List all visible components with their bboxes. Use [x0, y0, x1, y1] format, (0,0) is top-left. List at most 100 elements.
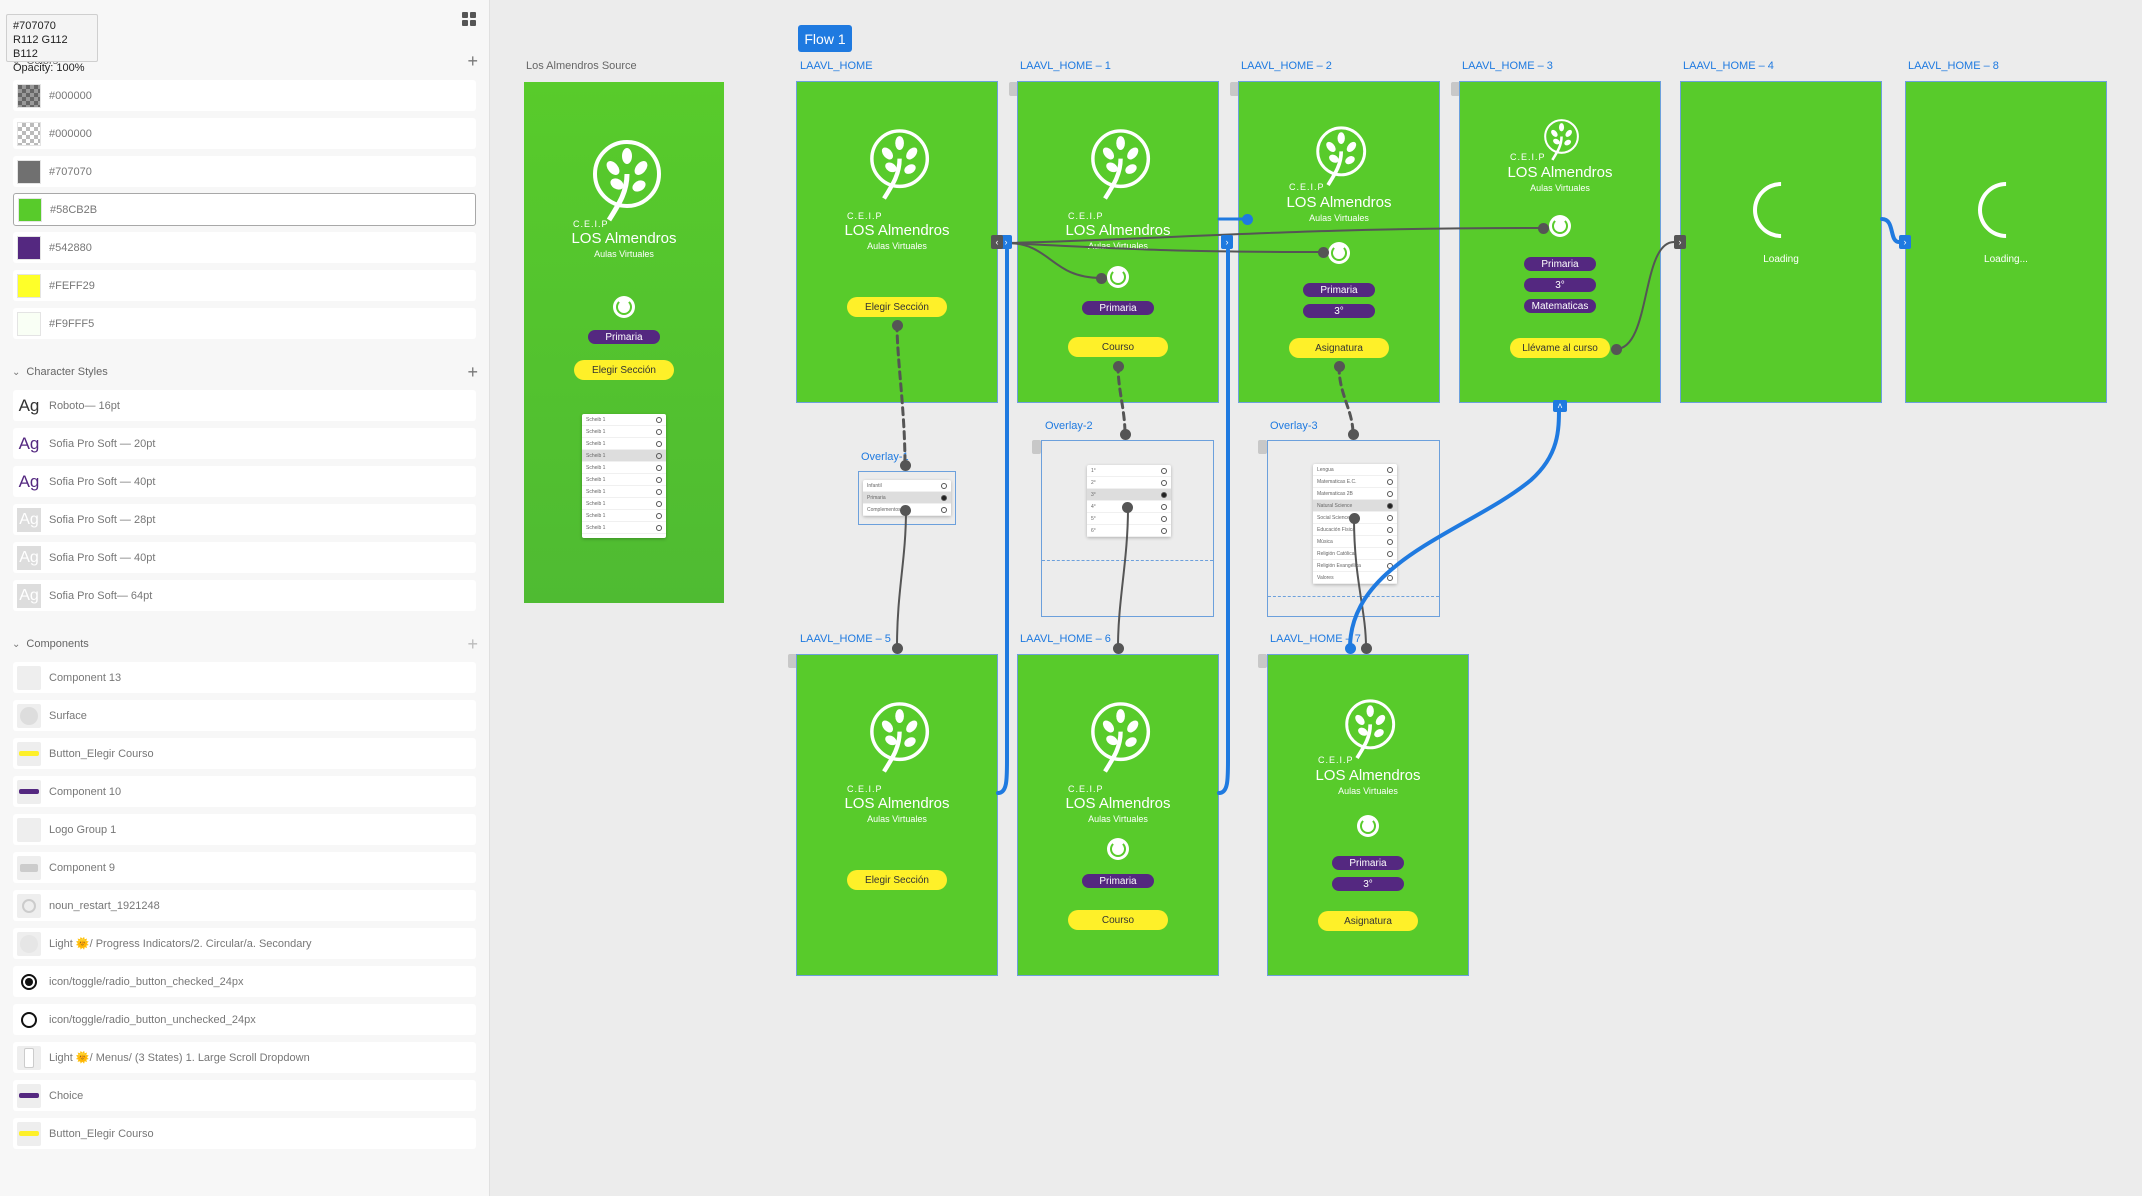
- component-row[interactable]: Button_Elegir Courso: [13, 1118, 476, 1149]
- overlay-2[interactable]: 1° 2° 3° 4° 5° 6°: [1041, 440, 1214, 617]
- component-row[interactable]: Button_Elegir Courso: [13, 738, 476, 769]
- connector-node[interactable]: [1242, 214, 1253, 225]
- grade-chip[interactable]: 3°: [1332, 877, 1404, 891]
- artboard-label[interactable]: LAAVL_HOME – 8: [1908, 60, 1999, 72]
- connector-node[interactable]: [900, 505, 911, 516]
- connector-node[interactable]: [892, 643, 903, 654]
- connector-node[interactable]: [1538, 223, 1549, 234]
- connector-node[interactable]: [1318, 247, 1329, 258]
- artboard-handle[interactable]: [1230, 82, 1239, 96]
- component-row[interactable]: Light 🌞/ Menus/ (3 States) 1. Large Scro…: [13, 1042, 476, 1073]
- primaria-chip[interactable]: Primaria: [1524, 257, 1596, 271]
- artboard-handle[interactable]: [1032, 440, 1041, 454]
- color-row[interactable]: #542880: [13, 232, 476, 263]
- primaria-chip[interactable]: Primaria: [1082, 301, 1154, 315]
- artboard-label[interactable]: LAAVL_HOME – 4: [1683, 60, 1774, 72]
- chevron-down-icon[interactable]: ⌄: [12, 366, 21, 378]
- component-row[interactable]: icon/toggle/radio_button_unchecked_24px: [13, 1004, 476, 1035]
- artboard-handle[interactable]: [1258, 440, 1267, 454]
- artboard-laavl-home-3[interactable]: C.E.I.P LOS Almendros Aulas Virtuales Pr…: [1459, 81, 1661, 403]
- artboard-laavl-home-4[interactable]: Loading: [1680, 81, 1882, 403]
- artboard-laavl-home-6[interactable]: C.E.I.P LOS Almendros Aulas Virtuales Pr…: [1017, 654, 1219, 976]
- elegir-seccion-button[interactable]: Elegir Sección: [847, 870, 947, 890]
- connector-node[interactable]: [1349, 513, 1360, 524]
- primaria-chip[interactable]: Primaria: [1082, 874, 1154, 888]
- artboard-handle[interactable]: [1258, 654, 1267, 668]
- artboard-laavl-home-2[interactable]: C.E.I.P LOS Almendros Aulas Virtuales Pr…: [1238, 81, 1440, 403]
- connector-node[interactable]: [1113, 643, 1124, 654]
- connector-node[interactable]: [892, 320, 903, 331]
- artboard-laavl-home-1[interactable]: C.E.I.P LOS Almendros Aulas Virtuales Pr…: [1017, 81, 1219, 403]
- artboard-label[interactable]: LAAVL_HOME – 1: [1020, 60, 1111, 72]
- component-row[interactable]: Choice: [13, 1080, 476, 1111]
- matematicas-chip[interactable]: Matematicas: [1524, 299, 1596, 313]
- overlay-label[interactable]: Overlay-2: [1045, 420, 1093, 432]
- artboard-laavl-home-5[interactable]: C.E.I.P LOS Almendros Aulas Virtuales El…: [796, 654, 998, 976]
- artboard-laavl-home-8[interactable]: Loading...: [1905, 81, 2107, 403]
- connector-node[interactable]: [1113, 361, 1124, 372]
- grade-chip[interactable]: 3°: [1524, 278, 1596, 292]
- asignatura-button[interactable]: Asignatura: [1318, 911, 1418, 931]
- color-row-selected[interactable]: #58CB2B: [13, 193, 476, 226]
- primaria-chip[interactable]: Primaria: [1332, 856, 1404, 870]
- design-canvas[interactable]: Flow 1 Los Almendros Source C.E.I.P LOS …: [491, 0, 2142, 1196]
- add-color-icon[interactable]: +: [467, 50, 478, 71]
- flow-label[interactable]: Flow 1: [798, 25, 852, 52]
- color-row[interactable]: #000000: [13, 118, 476, 149]
- chevron-right-icon[interactable]: ›: [1221, 235, 1233, 249]
- llevame-al-curso-button[interactable]: Llévame al curso: [1510, 338, 1610, 358]
- connector-node[interactable]: [1348, 429, 1359, 440]
- component-row[interactable]: Surface: [13, 700, 476, 731]
- overlay-label[interactable]: Overlay-3: [1270, 420, 1318, 432]
- restart-icon[interactable]: [1549, 215, 1571, 237]
- color-row[interactable]: #000000: [13, 80, 476, 111]
- artboard-label[interactable]: LAAVL_HOME: [800, 60, 873, 72]
- artboard-label[interactable]: LAAVL_HOME – 5: [800, 633, 891, 645]
- connector-node[interactable]: [1334, 361, 1345, 372]
- artboard-label[interactable]: LAAVL_HOME – 7: [1270, 633, 1361, 645]
- add-component-icon[interactable]: +: [467, 633, 478, 654]
- connector-node[interactable]: [1096, 273, 1107, 284]
- restart-icon[interactable]: [1328, 242, 1350, 264]
- component-row[interactable]: noun_restart_1921248: [13, 890, 476, 921]
- artboard-laavl-home[interactable]: C.E.I.P LOS Almendros Aulas Virtuales El…: [796, 81, 998, 403]
- courso-button[interactable]: Courso: [1068, 337, 1168, 357]
- grid-view-icon[interactable]: [462, 12, 476, 26]
- component-row[interactable]: Component 13: [13, 662, 476, 693]
- overlay-3[interactable]: Lengua Matematicas E.C. Matematicas 2B N…: [1267, 440, 1440, 617]
- chevron-up-icon[interactable]: ˄: [1553, 400, 1567, 412]
- artboard-label[interactable]: LAAVL_HOME – 6: [1020, 633, 1111, 645]
- elegir-seccion-button[interactable]: Elegir Sección: [847, 297, 947, 317]
- connector-node[interactable]: [1361, 643, 1372, 654]
- artboard-label[interactable]: LAAVL_HOME – 2: [1241, 60, 1332, 72]
- chevron-left-icon[interactable]: ‹: [991, 235, 1003, 249]
- component-row[interactable]: Logo Group 1: [13, 814, 476, 845]
- primaria-chip[interactable]: Primaria: [1303, 283, 1375, 297]
- connector-node[interactable]: [900, 460, 911, 471]
- chevron-down-icon[interactable]: ⌄: [12, 638, 21, 650]
- component-row[interactable]: Component 10: [13, 776, 476, 807]
- artboard-label[interactable]: Los Almendros Source: [526, 60, 637, 72]
- courso-button[interactable]: Courso: [1068, 910, 1168, 930]
- grade-chip[interactable]: 3°: [1303, 304, 1375, 318]
- overlay-1[interactable]: Infantil Primaria Complementos: [858, 471, 956, 525]
- components-header[interactable]: ⌄ Components +: [12, 634, 478, 654]
- component-row[interactable]: Component 9: [13, 852, 476, 883]
- restart-icon[interactable]: [1107, 266, 1129, 288]
- chevron-right-icon[interactable]: ›: [1674, 235, 1686, 249]
- artboard-handle[interactable]: [1451, 82, 1460, 96]
- component-row[interactable]: Light 🌞/ Progress Indicators/2. Circular…: [13, 928, 476, 959]
- artboard-label[interactable]: LAAVL_HOME – 3: [1462, 60, 1553, 72]
- add-character-style-icon[interactable]: +: [467, 361, 478, 382]
- artboard-handle[interactable]: [788, 654, 797, 668]
- artboard-laavl-home-7[interactable]: C.E.I.P LOS Almendros Aulas Virtuales Pr…: [1267, 654, 1469, 976]
- artboard-handle[interactable]: [1009, 82, 1018, 96]
- connector-node[interactable]: [1120, 429, 1131, 440]
- color-row[interactable]: #707070: [13, 156, 476, 187]
- source-artboard[interactable]: C.E.I.P LOS Almendros Aulas Virtuales Pr…: [524, 82, 724, 603]
